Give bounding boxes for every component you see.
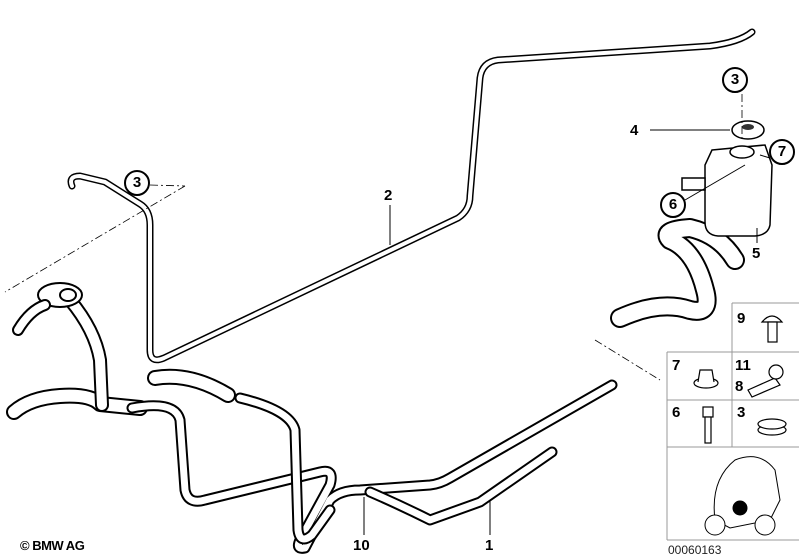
callout-6: 6 — [660, 192, 686, 218]
clip-11-icon — [747, 364, 784, 398]
bolt-9-icon — [760, 315, 784, 343]
legend-label-11: 11 — [735, 357, 751, 374]
scooter-location-icon — [704, 456, 781, 536]
callout-7: 7 — [769, 139, 795, 165]
left-hoses — [6, 282, 236, 420]
copyright-text: © BMW AG — [20, 538, 85, 553]
diagram-code: 00060163 — [668, 543, 722, 557]
legend-label-6: 6 — [672, 404, 681, 421]
reservoir-hose — [610, 218, 745, 328]
legend-label-7: 7 — [672, 357, 681, 374]
legend-label-8: 8 — [735, 378, 744, 395]
part-label-10: 10 — [353, 537, 370, 554]
part-label-1: 1 — [485, 537, 494, 554]
pipe-1 — [234, 392, 558, 545]
leader-lines — [363, 129, 771, 535]
screw-6-icon — [702, 406, 714, 444]
parts-legend-grid — [666, 302, 799, 541]
expansion-tank — [681, 144, 773, 237]
part-label-5: 5 — [752, 245, 761, 262]
part-label-2: 2 — [384, 187, 393, 204]
callout-3-top: 3 — [722, 67, 748, 93]
legend-label-9: 9 — [737, 310, 746, 327]
reference-lines — [4, 94, 743, 381]
legend-label-3: 3 — [737, 404, 746, 421]
callout-3-left: 3 — [124, 170, 150, 196]
hose-clamp-3-icon — [757, 418, 787, 436]
nut-7-icon — [693, 369, 719, 389]
reservoir-cap — [731, 120, 765, 140]
part-label-4: 4 — [630, 122, 639, 139]
pipe-2 — [67, 28, 756, 364]
